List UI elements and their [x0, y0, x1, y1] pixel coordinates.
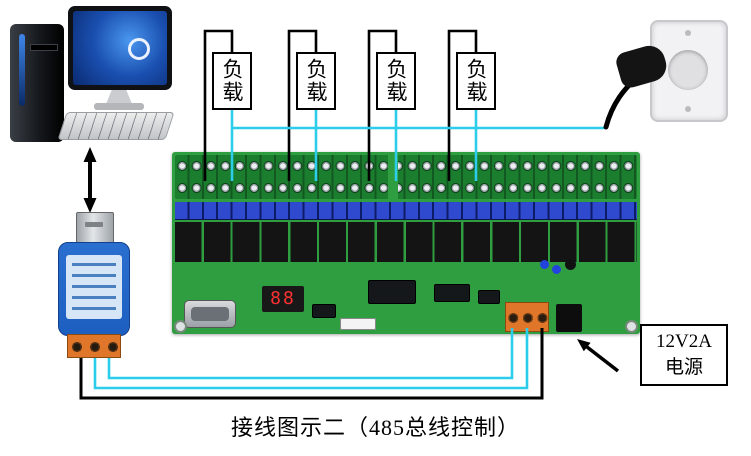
- keyboard: [57, 112, 175, 140]
- db9-pins: [191, 307, 229, 321]
- monitor-stand: [106, 90, 132, 104]
- usb-slot: [85, 222, 103, 227]
- outlet-screw: [685, 106, 691, 112]
- wire-rs485-a: [107, 328, 514, 380]
- ic-chip: [312, 304, 336, 318]
- power-supply-label: 12V2A 电源: [640, 324, 728, 386]
- usb-rs485-converter: [58, 212, 130, 358]
- mounting-hole: [174, 320, 187, 333]
- label-text-lines: [72, 263, 116, 311]
- ic-chip: [434, 284, 470, 302]
- load-box-1: 负载: [212, 52, 252, 110]
- monitor-base: [94, 103, 144, 110]
- relay-black-row: [175, 222, 637, 262]
- arrow-head-down: [83, 198, 97, 213]
- ic-chip: [478, 290, 500, 304]
- load-label: 负载: [304, 58, 328, 104]
- load-box-4: 负载: [456, 52, 496, 110]
- load-label: 负载: [220, 58, 244, 104]
- capacitor: [540, 260, 549, 269]
- load-box-3: 负载: [376, 52, 416, 110]
- screw-terminal-strip: [175, 155, 637, 199]
- caption: 接线图示二（485总线控制）: [230, 415, 520, 440]
- usb-plug: [76, 212, 114, 246]
- relay-board: 88: [172, 152, 640, 334]
- power-input-arrow: [585, 345, 620, 373]
- mcu-chip: [368, 280, 416, 304]
- capacitor: [565, 259, 576, 270]
- load-box-2: 负载: [296, 52, 336, 110]
- converter-body: [58, 242, 130, 336]
- load-label: 负载: [384, 58, 408, 104]
- board-label-sticker: [340, 318, 376, 330]
- arrow-head-power: [577, 339, 591, 352]
- load-label: 负载: [464, 58, 488, 104]
- desktop-computer: [6, 6, 175, 148]
- wire-rs485-b: [93, 328, 529, 390]
- tower-accent: [19, 34, 25, 106]
- capacitor: [552, 265, 561, 274]
- socket-recess: [668, 50, 708, 90]
- terminal-group-gap: [388, 155, 398, 219]
- db9-serial-connector: [184, 300, 236, 328]
- monitor-screen: [73, 11, 167, 85]
- wire-rs485-gnd: [79, 328, 544, 400]
- converter-terminal: [67, 334, 121, 358]
- outlet-screw: [685, 30, 691, 36]
- relay-blue-row: [175, 202, 637, 220]
- mounting-hole: [625, 320, 638, 333]
- monitor: [68, 6, 172, 90]
- rs485-terminal: [505, 302, 549, 332]
- pc-tower: [10, 24, 64, 142]
- arrow-head-up: [83, 147, 97, 162]
- screen-logo: [128, 37, 151, 60]
- converter-label: [66, 255, 122, 319]
- psu-line2: 电源: [664, 357, 703, 378]
- psu-line1: 12V2A: [656, 331, 712, 353]
- drive-slot: [30, 44, 58, 51]
- power-input-connector: [556, 304, 582, 332]
- seven-segment-display: 88: [262, 286, 304, 312]
